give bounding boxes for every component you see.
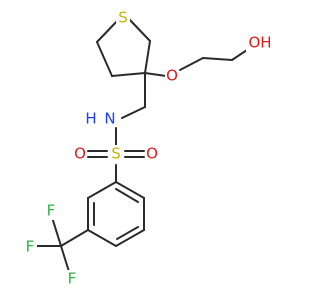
- sulfonyl-oxygen-right-label-bg: [145, 145, 159, 163]
- bond-aromatic-inner-bottom: [116, 226, 139, 240]
- fluorine-bottom-label: F: [68, 270, 77, 288]
- bond-ethylene-chain: [202, 57, 233, 61]
- sulfonyl-oxygen-left-label-bg: [73, 145, 87, 163]
- bond-ring-s-c1: [96, 18, 120, 43]
- fluorine-left-label: F: [26, 238, 35, 256]
- bond-aromatic-4: [115, 229, 145, 247]
- ether-oxygen-label-bg: [165, 67, 179, 85]
- ring-sulfur-label-bg: [116, 9, 130, 27]
- bond-ch2-nitrogen: [121, 106, 146, 119]
- bond-quaternary-carbon-ether-oxygen: [144, 72, 167, 77]
- bond-aromatic-3: [87, 229, 117, 247]
- amine-nh-label-bg: [83, 110, 115, 128]
- bond-ring-c2-c3: [111, 72, 146, 77]
- amine-n-label: N: [104, 110, 115, 128]
- hydroxyl-label: OH: [248, 34, 271, 52]
- chemical-structure-diagram: S OH O H N S O O F F F: [23, 8, 274, 288]
- ring-sulfur-label: S: [118, 9, 128, 27]
- fluorine-left-label-bg: [23, 238, 37, 256]
- bond-aromatic-1: [87, 181, 117, 199]
- atom-label-layer: S OH O H N S O O F F F: [23, 9, 274, 288]
- bond-aromatic-cf3: [60, 229, 89, 247]
- ether-oxygen-label: O: [166, 67, 178, 85]
- bond-layer: [34, 18, 251, 279]
- amine-h-label: H: [85, 110, 96, 128]
- bond-ether-oxygen-ch2: [179, 57, 204, 71]
- fluorine-top-label: F: [47, 202, 56, 220]
- fluorine-bottom-label-bg: [65, 270, 79, 288]
- bond-ring-c3-c4: [144, 40, 151, 74]
- fluorine-top-label-bg: [44, 202, 58, 220]
- hydroxyl-label-bg: [246, 34, 274, 52]
- sulfonyl-sulfur-label: S: [111, 145, 121, 163]
- sulfonyl-sulfur-label-bg: [109, 145, 123, 163]
- sulfonyl-oxygen-left-label: O: [74, 145, 86, 163]
- sulfonyl-oxygen-right-label: O: [146, 145, 158, 163]
- bond-ring-c1-c2: [96, 41, 113, 77]
- bond-ring-s-c4: [128, 18, 151, 42]
- bond-aromatic-inner-top: [115, 188, 139, 203]
- bond-aromatic-6: [115, 181, 145, 199]
